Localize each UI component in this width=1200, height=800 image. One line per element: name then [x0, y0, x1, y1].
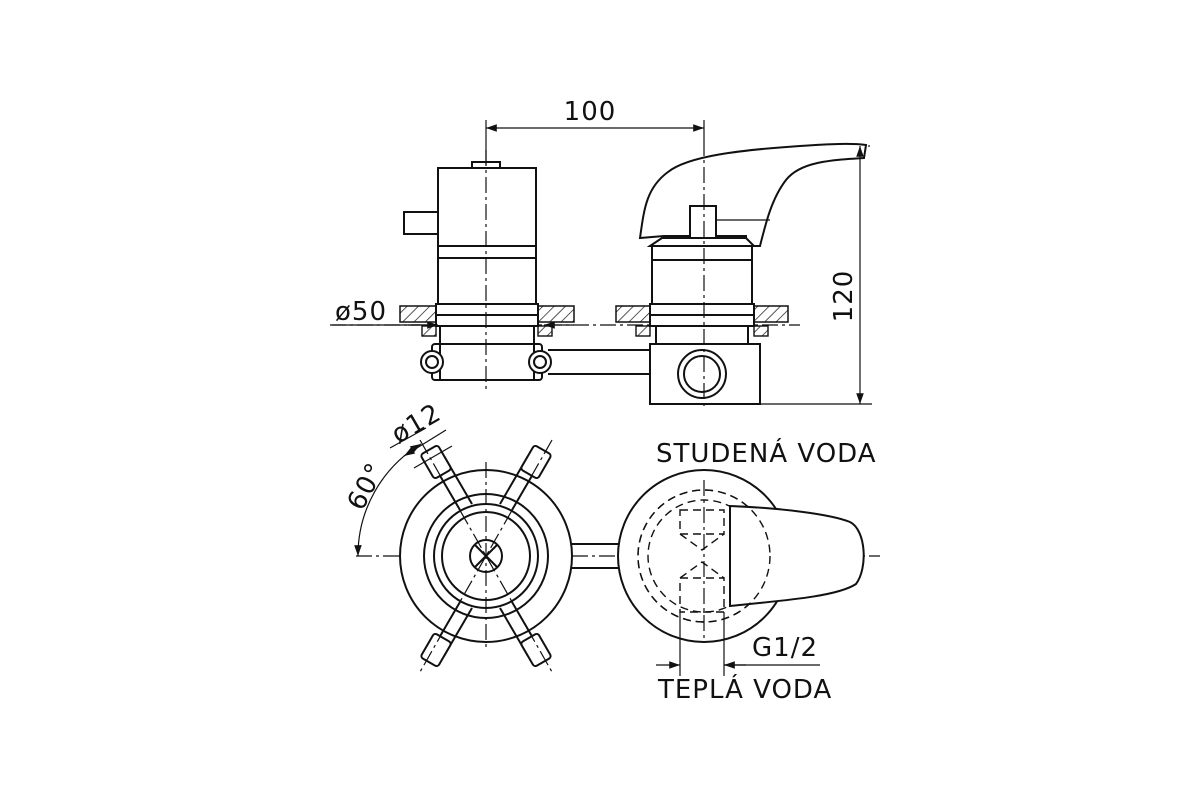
top-view: ø12 60° G1/2 STUDENÁ VODA TEPLÁ VODA [342, 398, 880, 705]
left-flange-left [399, 305, 437, 323]
left-valve-lower-body [431, 343, 543, 381]
connecting-pipe-front [548, 349, 650, 375]
spoke-end-tl [420, 444, 452, 480]
cartridge-cold [679, 509, 725, 551]
angle-60-label: 60° [342, 458, 392, 515]
dimension-100-label: 100 [564, 97, 617, 127]
spoke-end-tr [520, 444, 552, 480]
cold-water-label: STUDENÁ VODA [656, 437, 877, 469]
left-valve-side-pin [403, 211, 439, 235]
left-valve-inlet-left [420, 350, 444, 374]
cartridge-hot [679, 561, 725, 613]
thread-label: G1/2 [752, 633, 818, 663]
dimension-120-label: 120 [829, 270, 859, 323]
cross-handle-top [399, 439, 573, 673]
dimension-100: 100 [485, 97, 705, 165]
spoke-end-bl [420, 632, 452, 668]
right-valve-body [651, 259, 753, 305]
left-valve-body [437, 245, 537, 305]
left-flange-right [537, 305, 575, 323]
hot-water-label: TEPLÁ VODA [657, 673, 832, 705]
dimension-diameter-50: ø50 [332, 297, 574, 329]
left-valve-inlet-right [528, 350, 552, 374]
left-valve-front [399, 150, 575, 392]
right-valve-front [615, 140, 868, 410]
dimension-thread: G1/2 [656, 612, 820, 676]
spoke-end-br [520, 632, 552, 668]
lever-handle [638, 142, 868, 247]
lever-top [729, 504, 865, 608]
diameter-50-label: ø50 [335, 297, 387, 327]
mixer-top [617, 469, 865, 643]
outlet-port [677, 349, 727, 399]
diameter-12-label: ø12 [387, 398, 447, 450]
right-valve-collar [651, 245, 753, 261]
front-view: 100 120 ø50 [330, 97, 872, 410]
connecting-pipe-top [572, 543, 618, 569]
left-valve-cap [437, 167, 537, 247]
dimension-120: 120 [760, 145, 872, 405]
